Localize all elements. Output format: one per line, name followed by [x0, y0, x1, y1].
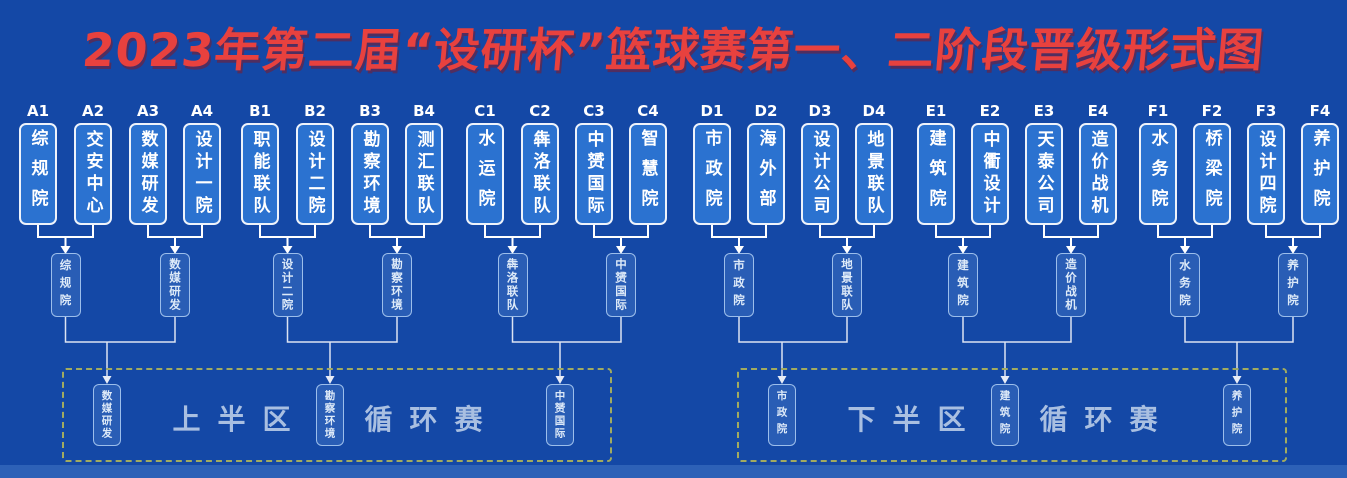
- team-seed: A4: [190, 102, 214, 120]
- team-seed: B1: [249, 102, 271, 120]
- team-cell: A4 设计一院: [183, 101, 221, 225]
- lower-zone-box: [737, 368, 1287, 462]
- round2-winner-box: 犇洛联队: [497, 253, 528, 317]
- team-seed: F4: [1309, 102, 1331, 120]
- zone-stage-label: 循环赛: [364, 403, 500, 436]
- team-seed: C2: [529, 102, 551, 120]
- team-seed: B3: [359, 102, 381, 120]
- team-box: 海外部: [747, 123, 785, 225]
- team-box: 中赟国际: [575, 123, 613, 225]
- team-box: 数媒研发: [129, 123, 167, 225]
- round2-winner-box: 数媒研发: [160, 253, 190, 317]
- round2-winner-box: 养护院: [1278, 253, 1308, 317]
- team-seed: E1: [925, 102, 947, 120]
- zone-half-label: 上半区: [172, 403, 308, 436]
- team-cell: A2 交安中心: [74, 101, 112, 225]
- round2-winner-box: 造价战机: [1056, 253, 1086, 317]
- team-box: 水务院: [1139, 123, 1177, 225]
- team-cell: D2 海外部: [747, 101, 785, 225]
- finalist-box: 市政院: [768, 384, 796, 446]
- team-box: 桥梁院: [1193, 123, 1231, 225]
- team-seed: F1: [1147, 102, 1169, 120]
- round2-winner-box: 水务院: [1170, 253, 1200, 317]
- finalist-box: 养护院: [1223, 384, 1251, 446]
- zone-stage-label: 循环赛: [1039, 403, 1175, 436]
- round2-winner-box: 勘察环境: [382, 253, 412, 317]
- team-seed: A3: [136, 102, 160, 120]
- team-box: 交安中心: [74, 123, 112, 225]
- team-seed: E2: [979, 102, 1001, 120]
- team-cell: D1 市政院: [693, 101, 731, 225]
- team-box: 设计公司: [801, 123, 839, 225]
- team-box: 中衢设计: [971, 123, 1009, 225]
- team-cell: E1 建筑院: [917, 101, 955, 225]
- team-seed: D2: [754, 102, 778, 120]
- team-cell: C4 智慧院: [629, 101, 667, 225]
- team-seed: B2: [304, 102, 326, 120]
- team-cell: F3 设计四院: [1247, 101, 1285, 225]
- team-box: 天泰公司: [1025, 123, 1063, 225]
- team-box: 犇洛联队: [521, 123, 559, 225]
- team-cell: D3 设计公司: [801, 101, 839, 225]
- team-cell: A3 数媒研发: [129, 101, 167, 225]
- team-box: 养护院: [1301, 123, 1339, 225]
- team-box: 设计一院: [183, 123, 221, 225]
- team-cell: B1 职能联队: [241, 101, 279, 225]
- team-cell: C3 中赟国际: [575, 101, 613, 225]
- team-box: 智慧院: [629, 123, 667, 225]
- team-seed: F2: [1201, 102, 1223, 120]
- round2-winner-box: 市政院: [724, 253, 754, 317]
- round2-winner-box: 地景联队: [832, 253, 862, 317]
- finalist-box: 建筑院: [991, 384, 1019, 446]
- team-cell: B3 勘察环境: [351, 101, 389, 225]
- round2-winner-box: 设计二院: [272, 253, 303, 317]
- team-cell: C1 水运院: [466, 101, 504, 225]
- team-seed: C3: [583, 102, 605, 120]
- team-box: 勘察环境: [351, 123, 389, 225]
- team-seed: B4: [413, 102, 435, 120]
- team-cell: B2 设计二院: [296, 101, 334, 225]
- zone-half-label: 下半区: [847, 403, 983, 436]
- team-seed: D1: [700, 102, 724, 120]
- team-box: 测汇联队: [405, 123, 443, 225]
- team-cell: F2 桥梁院: [1193, 101, 1231, 225]
- team-box: 建筑院: [917, 123, 955, 225]
- team-cell: D4 地景联队: [855, 101, 893, 225]
- bottom-accent-strip: [0, 465, 1347, 478]
- team-seed: C4: [637, 102, 659, 120]
- finalist-box: 勘察环境: [316, 384, 344, 446]
- page-title: 2023年第二届“设研杯”篮球赛第一、二阶段晋级形式图: [80, 23, 1267, 77]
- round2-winner-box: 建筑院: [948, 253, 978, 317]
- team-cell: F1 水务院: [1139, 101, 1177, 225]
- team-box: 综规院: [19, 123, 57, 225]
- finalist-box: 数媒研发: [93, 384, 121, 446]
- team-cell: F4 养护院: [1301, 101, 1339, 225]
- team-seed: F3: [1255, 102, 1277, 120]
- team-box: 造价战机: [1079, 123, 1117, 225]
- team-box: 设计四院: [1247, 123, 1285, 225]
- team-box: 职能联队: [241, 123, 279, 225]
- team-box: 市政院: [693, 123, 731, 225]
- upper-zone-box: [62, 368, 612, 462]
- team-seed: D4: [862, 102, 886, 120]
- team-box: 地景联队: [855, 123, 893, 225]
- team-box: 设计二院: [296, 123, 334, 225]
- team-cell: B4 测汇联队: [405, 101, 443, 225]
- team-cell: E2 中衢设计: [971, 101, 1009, 225]
- team-seed: A1: [26, 102, 50, 120]
- team-seed: A2: [81, 102, 105, 120]
- round2-winner-box: 中赟国际: [606, 253, 636, 317]
- finalist-box: 中赟国际: [546, 384, 574, 446]
- team-seed: C1: [474, 102, 496, 120]
- team-seed: E3: [1033, 102, 1055, 120]
- round2-winner-box: 综规院: [50, 253, 81, 317]
- team-seed: E4: [1087, 102, 1109, 120]
- team-cell: E3 天泰公司: [1025, 101, 1063, 225]
- team-cell: C2 犇洛联队: [521, 101, 559, 225]
- team-seed: D3: [808, 102, 832, 120]
- team-cell: E4 造价战机: [1079, 101, 1117, 225]
- team-box: 水运院: [466, 123, 504, 225]
- team-cell: A1 综规院: [19, 101, 57, 225]
